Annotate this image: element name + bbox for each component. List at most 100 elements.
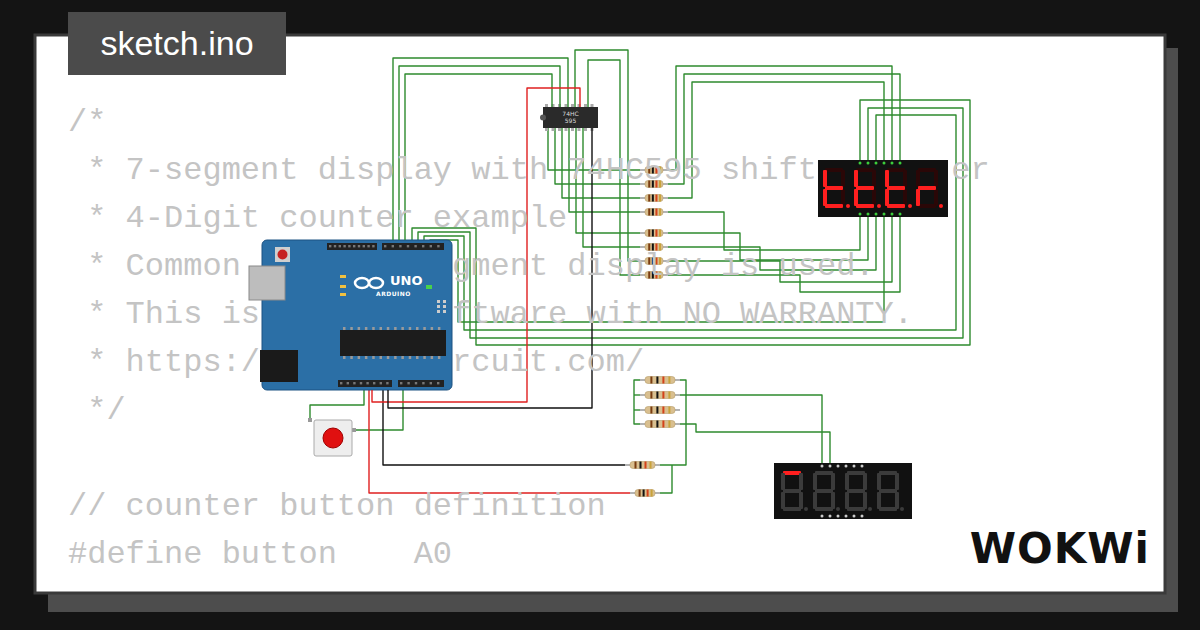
chip-pin <box>565 104 568 107</box>
pin-hole <box>386 382 388 384</box>
pin-hole <box>437 382 439 384</box>
ic-pin <box>372 356 375 359</box>
display-segment <box>872 170 876 187</box>
display-pin <box>821 465 824 468</box>
display-pin <box>845 515 848 518</box>
pin-hole <box>353 382 355 384</box>
ic-pin <box>401 327 404 330</box>
display-segment <box>847 471 865 475</box>
wire <box>634 380 640 424</box>
shift-register-chip <box>543 107 598 128</box>
display-segment <box>799 492 803 509</box>
display-segment <box>783 489 801 493</box>
resistor-band <box>655 195 657 202</box>
ic-pin <box>358 356 361 359</box>
button-lead <box>352 428 356 432</box>
code-text: // counter button definition <box>68 483 606 531</box>
ground-wire <box>383 390 625 465</box>
display-segment <box>887 204 905 208</box>
resistor-body <box>645 407 675 414</box>
display-pin <box>853 465 856 468</box>
icsp-pin <box>437 305 440 308</box>
pin-hole <box>353 245 355 247</box>
chip-pin <box>584 128 587 131</box>
ic-pin <box>380 327 383 330</box>
ic-pin <box>394 327 397 330</box>
display-segment <box>783 507 801 511</box>
chip-pin <box>565 128 568 131</box>
resistor-body <box>635 490 655 497</box>
resistor-band <box>650 377 652 384</box>
ic-pin <box>350 327 353 330</box>
display-segment <box>918 186 936 190</box>
resistor-band <box>635 462 637 469</box>
pin-hole <box>407 382 409 384</box>
decimal-point <box>877 204 881 208</box>
microcontroller-chip <box>340 330 446 356</box>
chip-pin <box>558 128 561 131</box>
display-segment <box>854 189 858 206</box>
resistor-band <box>656 392 658 399</box>
logo-text: WOKWi <box>970 524 1150 574</box>
code-text: er <box>951 147 989 195</box>
display-segment <box>831 473 835 490</box>
resistor-band <box>645 462 647 469</box>
display-segment <box>781 473 785 490</box>
ic-pin <box>409 356 412 359</box>
chip-pin <box>584 104 587 107</box>
wire <box>680 424 830 463</box>
display-segment <box>895 492 899 509</box>
reset-button <box>278 250 288 260</box>
resistor-band <box>648 209 650 216</box>
pin-hole <box>422 382 424 384</box>
resistor-band <box>647 490 649 497</box>
arduino-logo <box>369 278 383 288</box>
chip-pin <box>571 104 574 107</box>
display-segment <box>825 168 843 172</box>
file-tab: sketch.ino <box>68 12 286 75</box>
display-segment <box>885 189 889 206</box>
display-pin <box>891 162 894 165</box>
decimal-point <box>804 507 808 511</box>
resistor-band <box>650 407 652 414</box>
resistor-band <box>648 195 650 202</box>
resistor-band <box>659 195 661 202</box>
display-segment <box>918 204 936 208</box>
ic-pin <box>394 356 397 359</box>
display-segment <box>847 489 865 493</box>
resistor-band <box>662 421 664 428</box>
pin-hole <box>348 245 350 247</box>
display-pin <box>875 213 878 216</box>
display-segment <box>879 489 897 493</box>
ic-pin <box>431 327 434 330</box>
display-segment <box>815 489 833 493</box>
status-led <box>340 275 346 278</box>
resistor-body <box>645 230 663 237</box>
ic-pin <box>343 327 346 330</box>
resistor-body <box>645 392 675 399</box>
board-label: UNO <box>390 273 423 288</box>
pin-hole <box>422 245 424 247</box>
pin-hole <box>380 382 382 384</box>
ic-pin <box>387 356 390 359</box>
code-text: /* <box>68 99 106 147</box>
pin-hole <box>329 245 331 247</box>
ic-pin <box>423 327 426 330</box>
resistor-band <box>652 230 654 237</box>
resistor-band <box>662 377 664 384</box>
shift-register-area: 74HC 595 <box>543 107 598 128</box>
resistor-band <box>655 209 657 216</box>
display-segment <box>879 507 897 511</box>
ic-pin <box>350 356 353 359</box>
display-segment <box>823 170 827 187</box>
pin-header <box>327 243 377 250</box>
display-segment <box>783 471 801 475</box>
pin-hole <box>430 382 432 384</box>
icsp-pin <box>443 300 446 303</box>
display-pin <box>853 515 856 518</box>
resistor-band <box>656 407 658 414</box>
chip-pin <box>545 128 548 131</box>
resistor-band <box>655 230 657 237</box>
board-label: ARDUINO <box>376 290 411 297</box>
ic-pin <box>409 327 412 330</box>
